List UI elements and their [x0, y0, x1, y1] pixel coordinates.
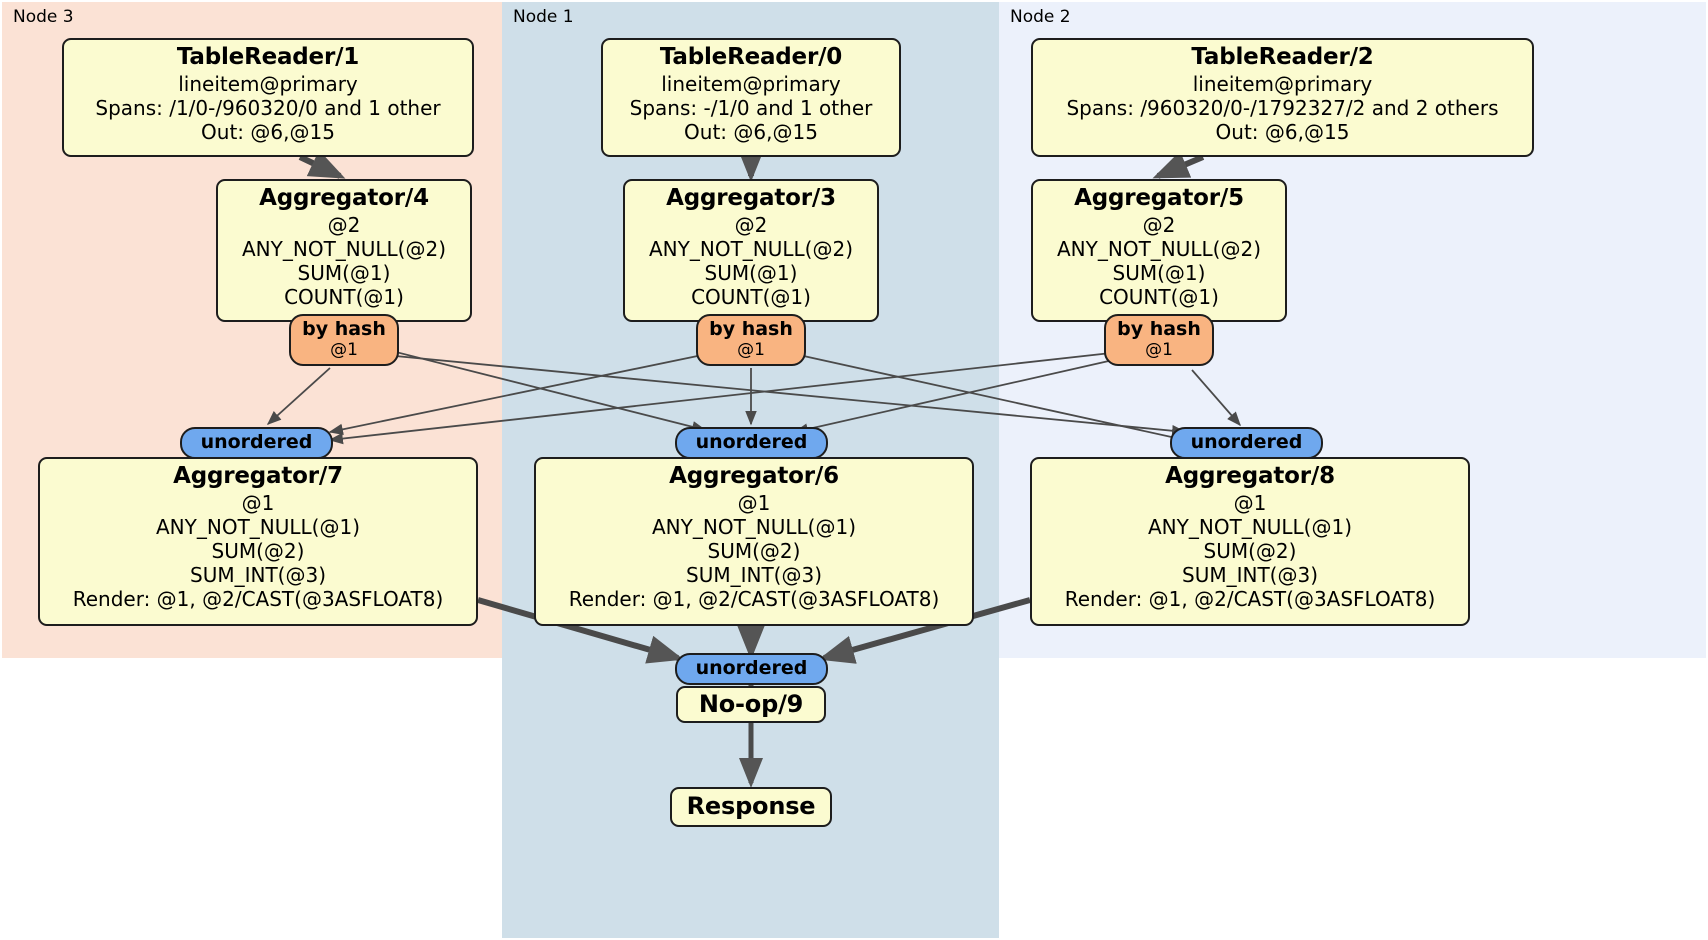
processor-detail: @1	[241, 490, 275, 515]
processor-detail: Render: @1, @2/CAST(@3ASFLOAT8)	[1064, 586, 1436, 611]
processor-table-reader-2[interactable]: TableReader/2 lineitem@primary Spans: /9…	[1031, 38, 1534, 157]
router-title: by hash	[709, 318, 793, 340]
processor-detail: Out: @6,@15	[201, 119, 335, 144]
router-column: @1	[1145, 339, 1173, 360]
processor-detail: SUM(@2)	[211, 538, 305, 563]
sync-title: unordered	[695, 657, 808, 680]
processor-detail: @2	[327, 212, 361, 237]
processor-detail: @2	[1142, 212, 1176, 237]
processor-detail: Out: @6,@15	[1215, 119, 1350, 144]
processor-detail: COUNT(@1)	[284, 284, 404, 309]
processor-detail: ANY_NOT_NULL(@1)	[1148, 514, 1352, 539]
processor-table-reader-0[interactable]: TableReader/0 lineitem@primary Spans: -/…	[601, 38, 901, 157]
processor-detail: Out: @6,@15	[684, 119, 818, 144]
processor-detail: lineitem@primary	[178, 71, 358, 96]
processor-title: TableReader/2	[1191, 44, 1374, 70]
processor-table-reader-1[interactable]: TableReader/1 lineitem@primary Spans: /1…	[62, 38, 474, 157]
processor-response[interactable]: Response	[670, 787, 832, 827]
processor-detail: COUNT(@1)	[691, 284, 811, 309]
output-router-by-hash-center[interactable]: by hash @1	[696, 314, 806, 366]
processor-aggregator-7[interactable]: Aggregator/7 @1 ANY_NOT_NULL(@1) SUM(@2)…	[38, 457, 478, 626]
processor-detail: @2	[734, 212, 768, 237]
processor-aggregator-5[interactable]: Aggregator/5 @2 ANY_NOT_NULL(@2) SUM(@1)…	[1031, 179, 1287, 322]
processor-detail: @1	[737, 490, 771, 515]
processor-detail: SUM_INT(@3)	[686, 562, 822, 587]
processor-title: Aggregator/5	[1074, 185, 1244, 211]
processor-detail: SUM(@2)	[707, 538, 801, 563]
processor-detail: SUM(@1)	[297, 260, 391, 285]
input-sync-unordered-final[interactable]: unordered	[675, 653, 828, 685]
processor-title: Aggregator/3	[666, 185, 836, 211]
sync-title: unordered	[200, 431, 313, 454]
processor-detail: SUM(@2)	[1203, 538, 1297, 563]
processor-detail: COUNT(@1)	[1099, 284, 1219, 309]
processor-title: No-op/9	[698, 689, 804, 718]
processor-detail: SUM(@1)	[1112, 260, 1206, 285]
processor-detail: Render: @1, @2/CAST(@3ASFLOAT8)	[568, 586, 940, 611]
processor-detail: Render: @1, @2/CAST(@3ASFLOAT8)	[72, 586, 444, 611]
node-panel-label-node2: Node 2	[1010, 7, 1071, 27]
processor-title: Response	[686, 792, 816, 821]
processor-aggregator-4[interactable]: Aggregator/4 @2 ANY_NOT_NULL(@2) SUM(@1)…	[216, 179, 472, 322]
output-router-by-hash-left[interactable]: by hash @1	[289, 314, 399, 366]
processor-detail: ANY_NOT_NULL(@1)	[652, 514, 856, 539]
processor-detail: lineitem@primary	[661, 71, 841, 96]
router-column: @1	[737, 339, 765, 360]
node-panel-label-node3: Node 3	[13, 7, 74, 27]
processor-aggregator-6[interactable]: Aggregator/6 @1 ANY_NOT_NULL(@1) SUM(@2)…	[534, 457, 974, 626]
processor-title: Aggregator/4	[259, 185, 429, 211]
input-sync-unordered-right[interactable]: unordered	[1170, 427, 1323, 459]
processor-detail: ANY_NOT_NULL(@2)	[1057, 236, 1261, 261]
sync-title: unordered	[695, 431, 808, 454]
processor-aggregator-8[interactable]: Aggregator/8 @1 ANY_NOT_NULL(@1) SUM(@2)…	[1030, 457, 1470, 626]
processor-detail: SUM_INT(@3)	[190, 562, 326, 587]
processor-detail: ANY_NOT_NULL(@2)	[649, 236, 853, 261]
node-panel-label-node1: Node 1	[513, 7, 574, 27]
processor-title: Aggregator/8	[1165, 463, 1335, 489]
router-column: @1	[330, 339, 358, 360]
output-router-by-hash-right[interactable]: by hash @1	[1104, 314, 1214, 366]
processor-detail: lineitem@primary	[1192, 71, 1373, 96]
processor-title: TableReader/1	[176, 44, 360, 70]
processor-detail: ANY_NOT_NULL(@2)	[242, 236, 446, 261]
processor-title: Aggregator/7	[173, 463, 343, 489]
router-title: by hash	[302, 318, 386, 340]
processor-detail: Spans: /960320/0-/1792327/2 and 2 others	[1066, 95, 1499, 120]
processor-no-op-9[interactable]: No-op/9	[676, 686, 826, 723]
processor-detail: Spans: /1/0-/960320/0 and 1 other	[95, 95, 441, 120]
processor-detail: @1	[1233, 490, 1267, 515]
input-sync-unordered-center[interactable]: unordered	[675, 427, 828, 459]
processor-title: Aggregator/6	[669, 463, 839, 489]
input-sync-unordered-left[interactable]: unordered	[180, 427, 333, 459]
processor-detail: SUM(@1)	[704, 260, 798, 285]
processor-detail: ANY_NOT_NULL(@1)	[156, 514, 360, 539]
processor-title: TableReader/0	[659, 44, 843, 70]
processor-detail: SUM_INT(@3)	[1182, 562, 1318, 587]
sync-title: unordered	[1190, 431, 1303, 454]
processor-aggregator-3[interactable]: Aggregator/3 @2 ANY_NOT_NULL(@2) SUM(@1)…	[623, 179, 879, 322]
router-title: by hash	[1117, 318, 1201, 340]
processor-detail: Spans: -/1/0 and 1 other	[629, 95, 873, 120]
